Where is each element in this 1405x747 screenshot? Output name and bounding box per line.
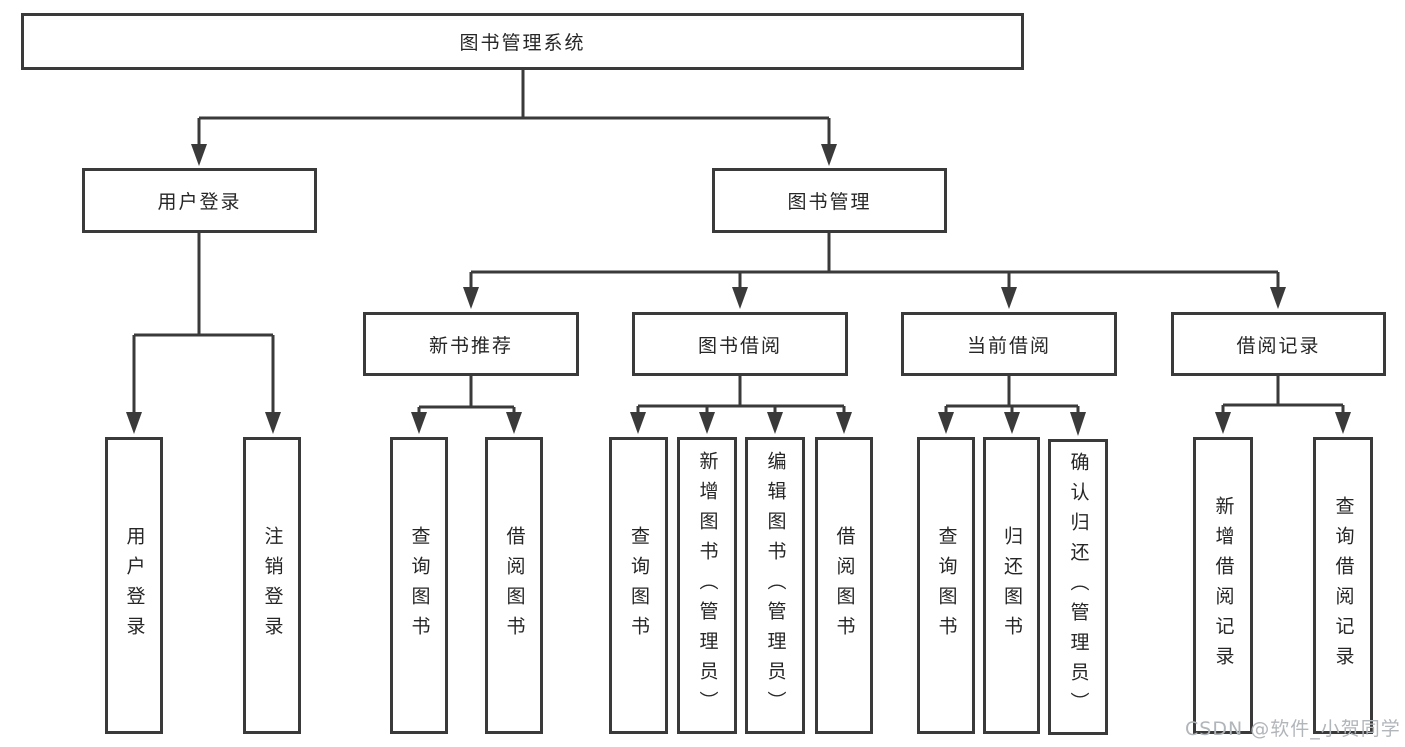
node-query-books-2-label: 查询图书 <box>628 525 650 646</box>
node-new-book-recommend-label: 新书推荐 <box>428 334 513 357</box>
node-borrow-books-1: 借阅图书 <box>485 437 543 734</box>
node-user-login-branch-label: 用户登录 <box>157 191 242 213</box>
node-add-books-admin: 新增图书（管理员） <box>677 437 737 734</box>
node-current-borrowing: 当前借阅 <box>901 312 1117 376</box>
node-current-borrowing-label: 当前借阅 <box>966 334 1051 357</box>
edge-user-login-group <box>132 233 275 412</box>
edge-borrowing-records-group <box>1221 376 1345 413</box>
node-add-borrow-record-label: 新增借阅记录 <box>1212 495 1235 676</box>
node-book-management-label: 图书管理 <box>787 191 872 213</box>
node-borrowing-records-label: 借阅记录 <box>1236 334 1321 357</box>
node-add-borrow-record: 新增借阅记录 <box>1193 437 1253 734</box>
node-user-login-label: 用户登录 <box>123 525 146 646</box>
node-confirm-return-admin-label: 确认归还（管理员） <box>1067 452 1090 722</box>
node-query-books-1: 查询图书 <box>390 437 448 734</box>
node-borrow-books-2: 借阅图书 <box>815 437 873 734</box>
node-query-books-3: 查询图书 <box>917 437 975 734</box>
node-borrow-books-2-label: 借阅图书 <box>833 525 856 646</box>
node-query-books-2: 查询图书 <box>609 437 668 734</box>
node-add-books-admin-label: 新增图书（管理员） <box>696 450 719 721</box>
node-confirm-return-admin: 确认归还（管理员） <box>1048 439 1108 735</box>
node-edit-books-admin: 编辑图书（管理员） <box>745 437 805 734</box>
edge-book-management-group <box>469 233 1280 288</box>
edge-new-book-group <box>417 376 516 413</box>
csdn-watermark: CSDN @软件_小贺同学 <box>1185 718 1401 740</box>
node-query-borrow-record-label: 查询借阅记录 <box>1332 495 1355 676</box>
node-book-management: 图书管理 <box>712 168 947 233</box>
edge-root-stem <box>197 70 831 146</box>
node-return-books-label: 归还图书 <box>1001 525 1023 646</box>
node-return-books: 归还图书 <box>983 437 1040 734</box>
node-query-books-1-label: 查询图书 <box>408 525 431 646</box>
arrowheads <box>126 144 1351 436</box>
node-logout: 注销登录 <box>243 437 301 734</box>
node-logout-label: 注销登录 <box>261 525 284 646</box>
node-new-book-recommend: 新书推荐 <box>363 312 579 376</box>
node-user-login: 用户登录 <box>105 437 163 734</box>
node-borrowing-records: 借阅记录 <box>1171 312 1386 376</box>
edge-current-borrowing-group <box>944 376 1080 413</box>
node-user-login-branch: 用户登录 <box>82 168 317 233</box>
node-edit-books-admin-label: 编辑图书（管理员） <box>764 450 787 721</box>
node-system-root: 图书管理系统 <box>21 13 1024 70</box>
node-system-root-label: 图书管理系统 <box>459 32 586 54</box>
node-book-borrowing: 图书借阅 <box>632 312 848 376</box>
edge-book-borrowing-group <box>636 376 846 413</box>
node-borrow-books-1-label: 借阅图书 <box>503 525 526 646</box>
node-book-borrowing-label: 图书借阅 <box>697 334 782 357</box>
node-query-books-3-label: 查询图书 <box>935 525 958 646</box>
node-query-borrow-record: 查询借阅记录 <box>1313 437 1373 734</box>
